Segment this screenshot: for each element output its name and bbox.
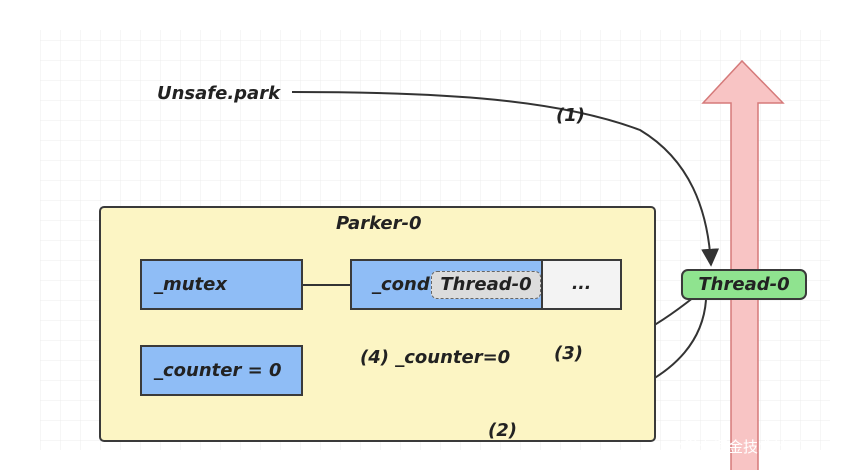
step-3-label: (3) [554,343,583,364]
step-4-label: (4) _counter=0 [360,347,511,368]
cond-label: _cond [372,273,430,295]
step-2-label: (2) [488,420,517,441]
parker-title: Parker-0 [336,213,422,234]
counter-label: _counter = 0 [154,359,282,381]
timeline-arrow [701,59,785,470]
cond-queue-thread: Thread-0 [431,271,541,299]
caller-label: Unsafe.park [157,83,281,104]
cond-queue-ellipsis: ... [571,274,592,294]
cond-queue-tail: ... [541,259,622,310]
step-1-label: (1) [556,105,585,126]
counter-box: _counter = 0 [140,345,303,396]
mutex-label: _mutex [154,273,227,295]
arrow-step-1 [291,91,720,267]
thread-node-label: Thread-0 [698,273,790,295]
cond-queue-thread-label: Thread-0 [440,274,532,295]
parker-container [99,206,656,442]
thread-node: Thread-0 [681,269,807,300]
mutex-box: _mutex [140,259,303,310]
watermark: @稀土掘金技术社区 [668,438,804,456]
